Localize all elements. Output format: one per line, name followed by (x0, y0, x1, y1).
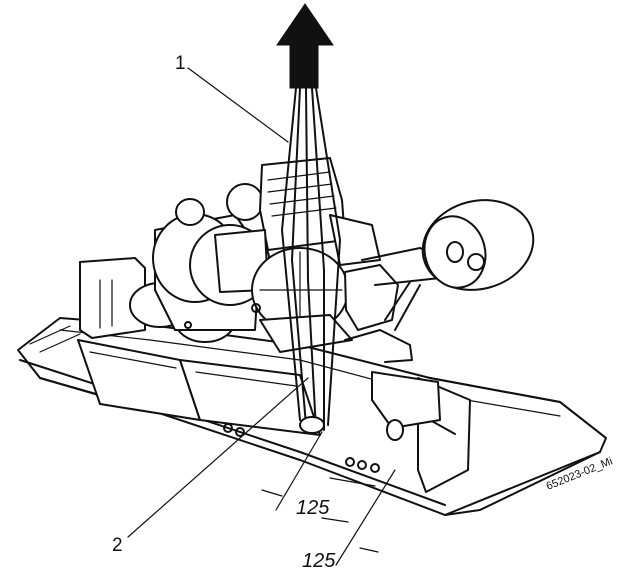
lifting-slings (281, 87, 341, 434)
callout-1-label: 1 (175, 53, 186, 74)
callout-2-label: 2 (112, 535, 123, 556)
callout-2: 2 (112, 377, 309, 556)
dimension-1: 125 (261, 431, 376, 519)
dimension-2: 125 (302, 469, 396, 571)
deck-hardware (184, 303, 380, 473)
lift-direction-arrow (276, 3, 334, 89)
dimension-2-label: 125 (302, 550, 336, 571)
callout-1: 1 (175, 53, 289, 143)
dimension-1-label: 125 (296, 497, 330, 519)
side-box (79, 257, 146, 339)
tail-wheel (361, 199, 535, 331)
